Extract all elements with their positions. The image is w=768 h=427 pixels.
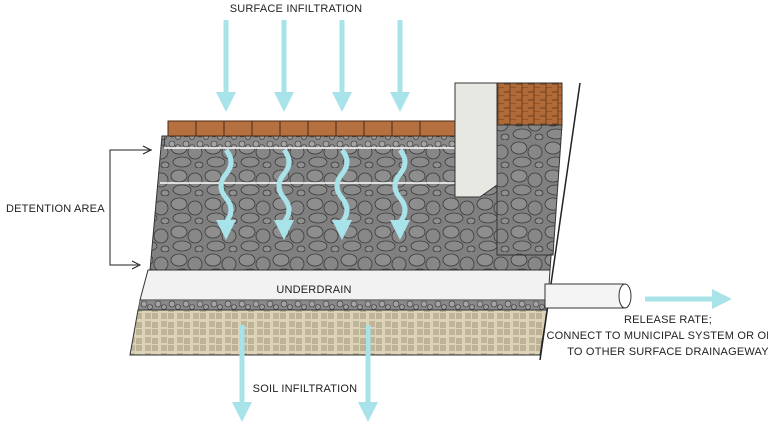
paver-surface	[168, 121, 455, 136]
surface-arrows	[226, 20, 400, 102]
bedding-layer	[164, 136, 455, 148]
detention-area-label: DETENTION AREA	[6, 203, 105, 215]
underdrain-label: UNDERDRAIN	[276, 284, 351, 296]
concrete-curb	[455, 83, 497, 197]
release-rate-line-1: RELEASE RATE;	[624, 314, 712, 326]
release-rate-line-3: TO OTHER SURFACE DRAINAGEWAY	[567, 346, 768, 358]
release-rate-line-2: CONNECT TO MUNICIPAL SYSTEM OR OPEN	[547, 330, 768, 342]
underdrain-pipe	[545, 284, 631, 308]
sidewalk-base	[497, 125, 562, 255]
surface-infiltration-label: SURFACE INFILTRATION	[230, 3, 363, 15]
soil-infiltration-label: SOIL INFILTRATION	[253, 383, 358, 395]
filter-layer	[138, 300, 548, 310]
brick-sidewalk	[497, 83, 562, 125]
native-soil	[130, 310, 547, 355]
detention-bracket	[110, 146, 152, 269]
